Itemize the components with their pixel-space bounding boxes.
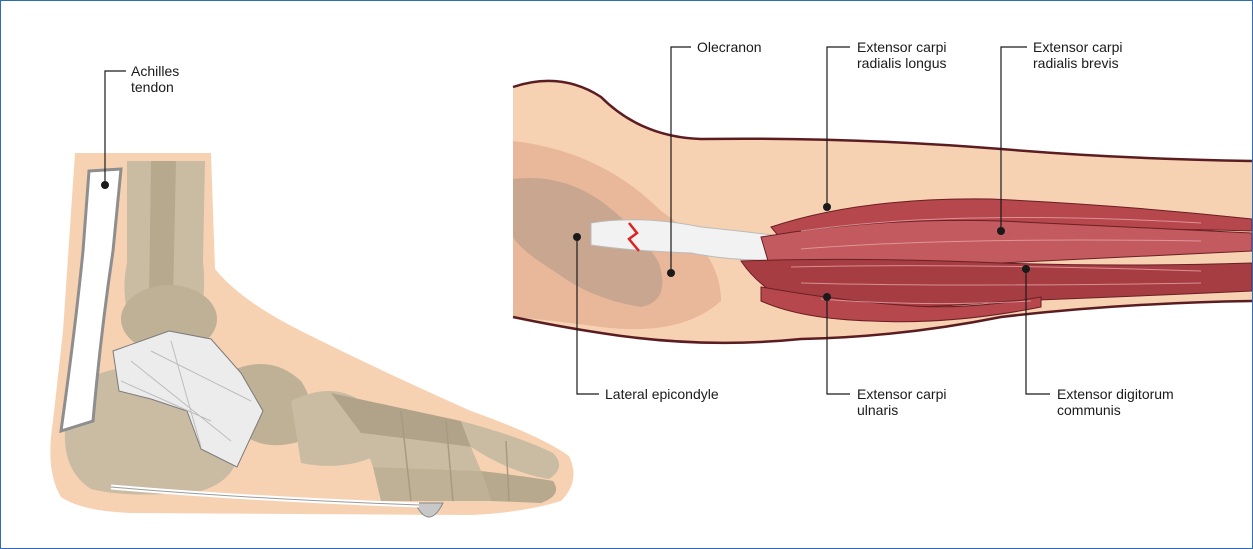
label-extensor-carpi-ulnaris: Extensor carpi ulnaris [857, 386, 950, 418]
edc-dot [1022, 265, 1030, 273]
foot-illustration [50, 153, 573, 517]
label-lateral-epicondyle: Lateral epicondyle [605, 386, 719, 402]
label-extensor-carpi-radialis-brevis: Extensor carpi radialis brevis [1033, 39, 1126, 71]
label-extensor-carpi-radialis-longus: Extensor carpi radialis longus [857, 39, 950, 71]
achilles-dot [101, 181, 109, 189]
label-achilles-tendon: Achilles tendon [131, 63, 183, 95]
label-olecranon: Olecranon [697, 39, 762, 55]
olecranon-dot [667, 269, 675, 277]
lateral-epicondyle-dot [573, 233, 581, 241]
ecu-dot [823, 293, 831, 301]
label-extensor-digitorum-communis: Extensor digitorum communis [1057, 386, 1178, 418]
forearm-illustration [513, 81, 1252, 343]
ecrb-dot [997, 227, 1005, 235]
ecrl-dot [823, 203, 831, 211]
